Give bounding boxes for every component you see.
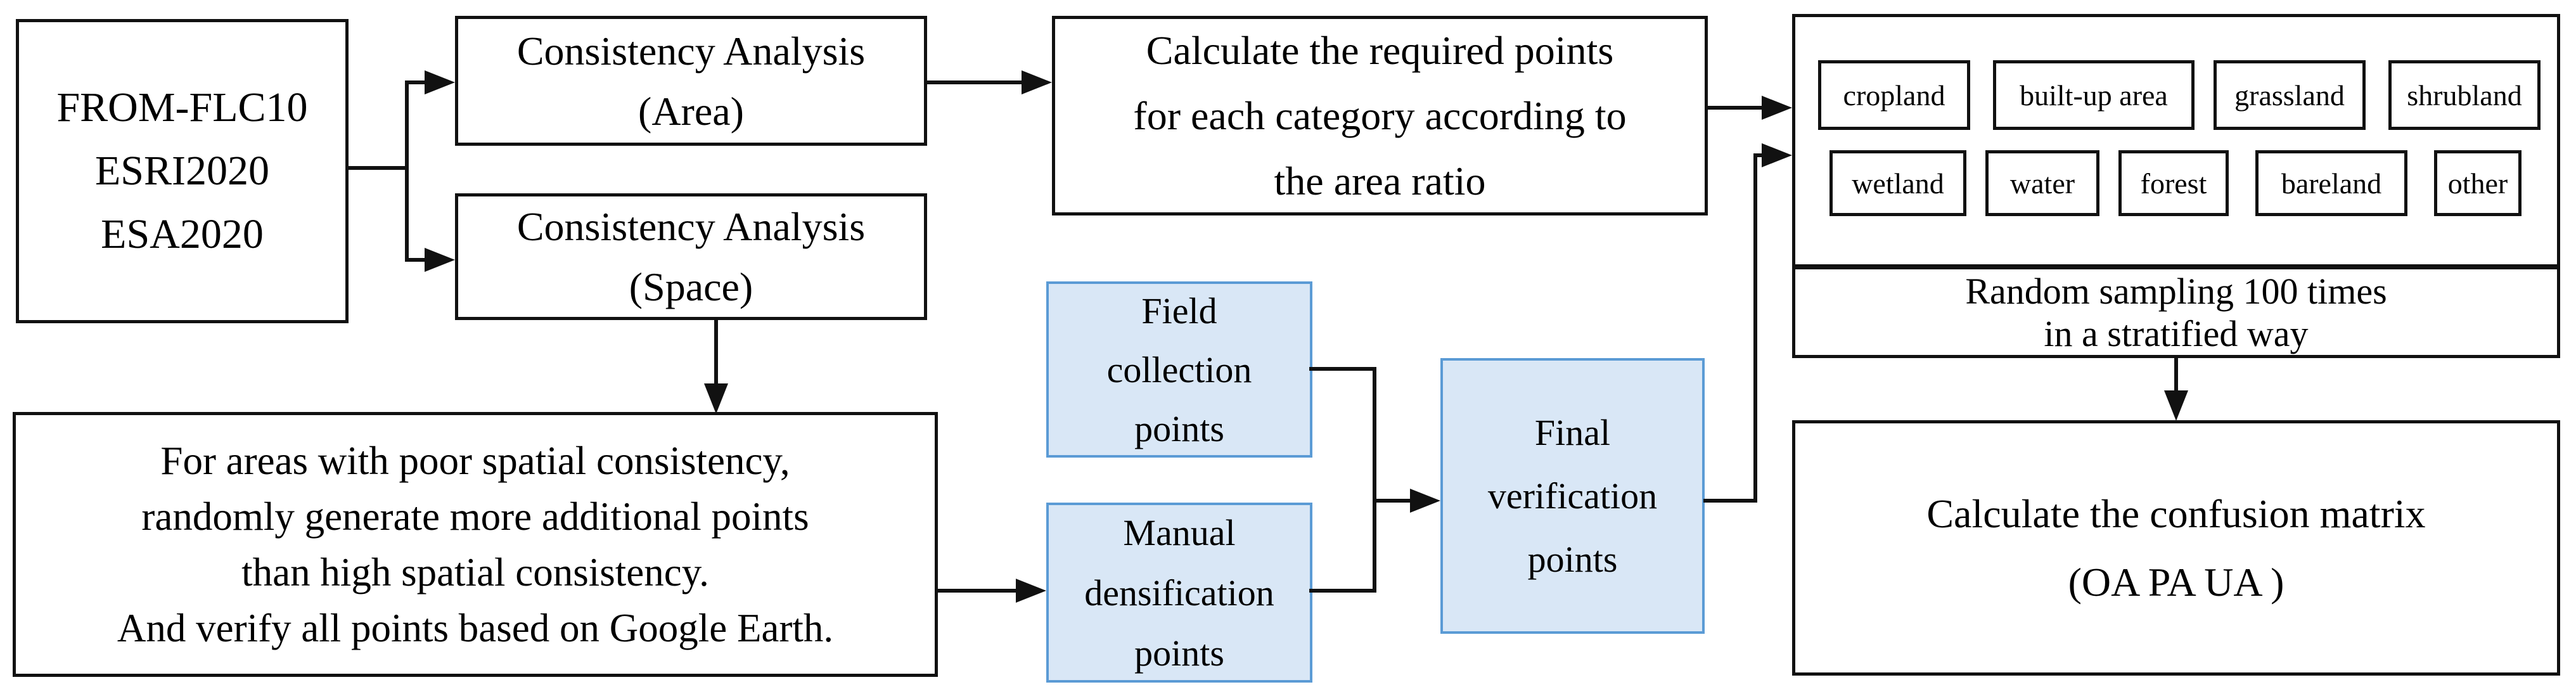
chip-forest: forest: [2118, 150, 2229, 216]
arrowhead-space-to-note: [704, 383, 728, 414]
box-text-line: for each category according to: [1133, 93, 1627, 138]
box-manual-densification-points: Manual densification points: [1046, 503, 1312, 683]
box-text-line: (Space): [629, 264, 753, 309]
source-dataset-line: ESRI2020: [94, 148, 270, 194]
chip-label: cropland: [1843, 79, 1945, 112]
connector-final-right-stub: [1703, 499, 1757, 503]
connector-field-manual-merge: [1373, 367, 1376, 593]
box-text-line: Final: [1534, 411, 1611, 453]
box-text-line: than high spatial consistency.: [241, 550, 709, 594]
box-text-line: densification: [1084, 572, 1274, 614]
box-field-collection-points: Field collection points: [1046, 281, 1312, 458]
chip-cropland: cropland: [1818, 60, 1970, 130]
box-categories: cropland built-up area grassland shrubla…: [1792, 14, 2560, 267]
box-text-line: verification: [1487, 475, 1658, 517]
arrowhead-merge-to-final: [1410, 489, 1440, 513]
arrowhead-to-area: [425, 70, 455, 94]
chip-label: wetland: [1852, 167, 1944, 200]
box-text-line: Calculate the required points: [1146, 28, 1614, 73]
chip-label: other: [2447, 167, 2508, 200]
arrowhead-final-to-categories: [1762, 143, 1792, 167]
box-final-verification-points: Final verification points: [1440, 358, 1705, 634]
arrowhead-sampling-to-confusion: [2164, 390, 2188, 421]
connector-source-branch-stem: [347, 166, 409, 170]
chip-label: forest: [2140, 167, 2207, 200]
chip-built-up-area: built-up area: [1993, 60, 2195, 130]
chip-label: water: [2009, 167, 2075, 200]
connector-source-branch-vertical: [405, 80, 409, 262]
source-dataset-line: ESA2020: [101, 211, 264, 257]
box-text-line: (Area): [638, 88, 744, 134]
box-poor-consistency-note: For areas with poor spatial consistency,…: [13, 412, 938, 677]
box-random-sampling: Random sampling 100 times in a stratifie…: [1792, 266, 2560, 358]
chip-grassland: grassland: [2214, 60, 2366, 130]
box-text-line: randomly generate more additional points: [141, 494, 809, 539]
box-text-line: points: [1134, 632, 1224, 674]
chip-water: water: [1985, 150, 2099, 216]
chip-label: built-up area: [2020, 79, 2168, 112]
box-text-line: And verify all points based on Google Ea…: [117, 606, 834, 650]
box-text-line: collection: [1106, 349, 1252, 390]
arrowhead-area-to-calc: [1022, 70, 1052, 94]
connector-field-stub: [1309, 367, 1376, 371]
arrowhead-calc-to-categories: [1762, 96, 1792, 120]
connector-calc-to-categories: [1707, 106, 1763, 110]
chip-other: other: [2434, 150, 2522, 216]
chip-shrubland: shrubland: [2388, 60, 2541, 130]
source-dataset-line: FROM-FLC10: [56, 84, 308, 131]
box-consistency-analysis-space: Consistency Analysis (Space): [455, 193, 927, 320]
connector-final-to-categories-vertical: [1753, 153, 1757, 503]
box-text-line: Consistency Analysis: [516, 204, 866, 249]
box-text-line: Consistency Analysis: [516, 28, 866, 74]
box-text-line: points: [1527, 538, 1618, 580]
box-text-line: points: [1134, 408, 1224, 449]
chip-label: grassland: [2234, 79, 2345, 112]
box-source-datasets: FROM-FLC10 ESRI2020 ESA2020: [16, 19, 349, 323]
chip-bareland: bareland: [2255, 150, 2407, 216]
box-text-line: in a stratified way: [2044, 312, 2309, 354]
box-text-line: Field: [1141, 290, 1217, 331]
arrowhead-to-space: [425, 248, 455, 272]
connector-note-to-manual: [937, 589, 1017, 593]
box-confusion-matrix: Calculate the confusion matrix (OA PA UA…: [1792, 420, 2560, 676]
connector-merge-to-final: [1373, 499, 1411, 503]
chip-label: shrubland: [2407, 79, 2522, 112]
connector-space-to-note: [714, 319, 718, 385]
box-text-line: Calculate the confusion matrix: [1926, 491, 2426, 536]
connector-manual-stub: [1309, 589, 1376, 593]
connector-final-to-categories: [1753, 153, 1765, 157]
chip-label: bareland: [2281, 167, 2382, 200]
connector-branch-to-space: [405, 258, 429, 262]
box-text-line: Manual: [1123, 511, 1236, 553]
connector-sampling-to-confusion: [2174, 357, 2178, 392]
connector-branch-to-area: [405, 80, 429, 84]
box-text-line: the area ratio: [1274, 158, 1486, 203]
chip-wetland: wetland: [1829, 150, 1966, 216]
box-text-line: (OA PA UA ): [2068, 559, 2284, 605]
box-text-line: For areas with poor spatial consistency,: [160, 439, 790, 483]
arrowhead-note-to-manual: [1016, 579, 1046, 603]
box-calculate-required-points: Calculate the required points for each c…: [1052, 16, 1708, 215]
box-consistency-analysis-area: Consistency Analysis (Area): [455, 16, 927, 146]
connector-area-to-calc: [924, 80, 1024, 84]
box-text-line: Random sampling 100 times: [1965, 270, 2387, 312]
